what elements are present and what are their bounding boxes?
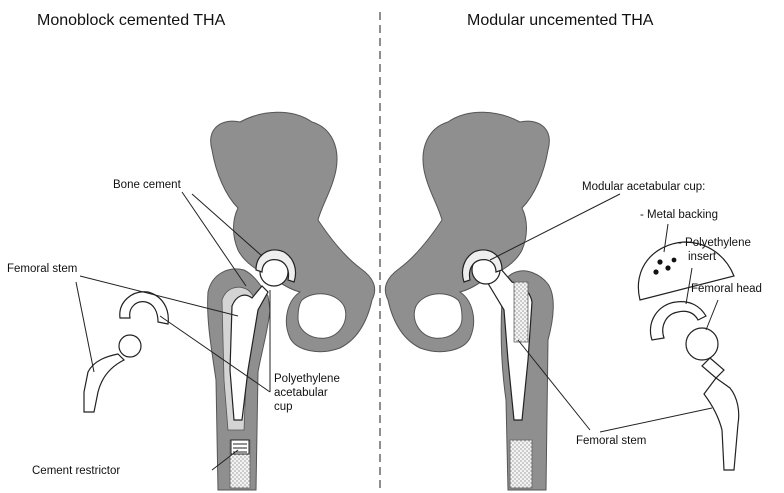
heading-modular-uncemented: Modular uncemented THA xyxy=(467,12,654,29)
label-metal-backing: - Metal backing xyxy=(640,209,718,221)
backing-hole-3 xyxy=(653,269,658,274)
leader-femoral-stem-right-2 xyxy=(600,408,712,432)
right-canal-fill xyxy=(510,440,532,488)
label-femoral-head: Femoral head xyxy=(691,283,762,295)
label-polyethylene-insert-line1: - Polyethylene xyxy=(678,237,751,249)
leader-femoral-head xyxy=(706,300,718,330)
left-exploded-stem xyxy=(84,354,124,412)
label-polyethylene-cup-line2: acetabular xyxy=(274,387,328,399)
label-modular-cup: Modular acetabular cup: xyxy=(582,181,705,193)
leader-femoral-stem-exploded xyxy=(76,282,94,372)
label-polyethylene-insert-line2: insert xyxy=(688,251,717,263)
right-porous-coating xyxy=(514,282,528,342)
backing-hole-2 xyxy=(665,265,670,270)
left-exploded-head xyxy=(119,335,141,357)
label-femoral-stem-left: Femoral stem xyxy=(7,263,77,275)
right-obturator-foramen xyxy=(414,294,462,339)
label-femoral-stem-right: Femoral stem xyxy=(576,435,646,447)
heading-monoblock-cemented: Monoblock cemented THA xyxy=(37,12,226,29)
label-cement-restrictor: Cement restrictor xyxy=(32,465,120,477)
right-exploded-stem xyxy=(704,378,739,470)
right-exploded-taper xyxy=(702,358,724,378)
backing-hole-1 xyxy=(657,259,662,264)
label-polyethylene-cup-line3: cup xyxy=(274,401,293,413)
label-bone-cement: Bone cement xyxy=(113,179,182,191)
right-exploded-head xyxy=(686,328,718,360)
label-polyethylene-cup-line1: Polyethylene xyxy=(274,373,340,385)
left-obturator-foramen xyxy=(298,294,346,339)
backing-hole-4 xyxy=(672,258,677,263)
